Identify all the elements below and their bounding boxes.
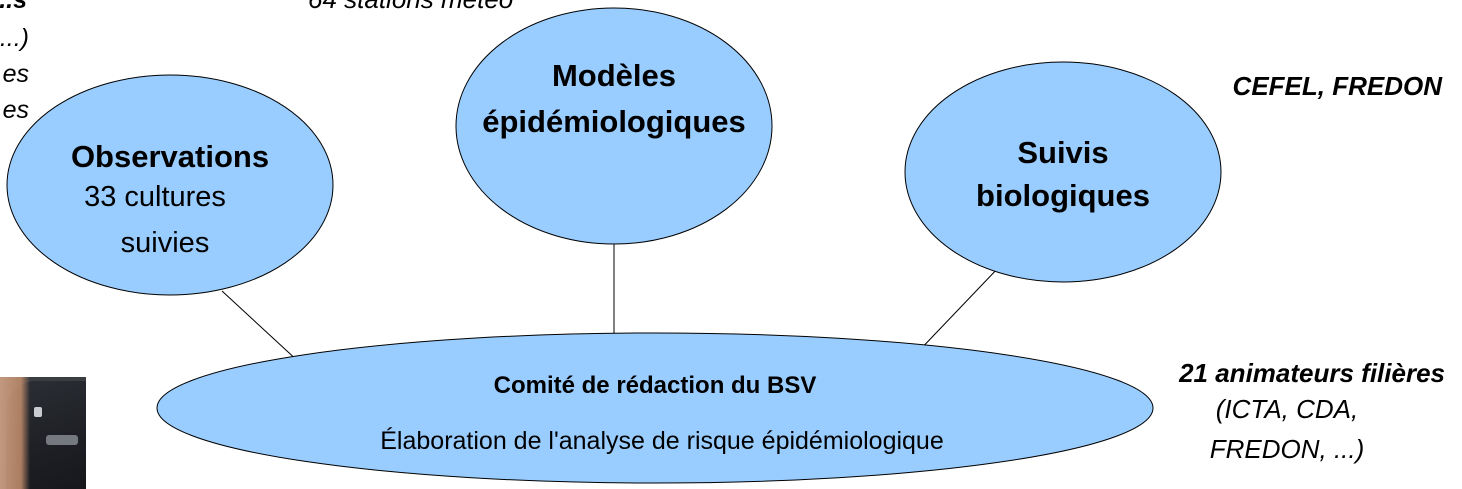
photo-logo	[46, 435, 78, 445]
node-suivis-line1: Suivis	[1017, 135, 1108, 170]
node-suivis-shape	[904, 61, 1222, 283]
fragment-top-left-2: ...)	[0, 24, 29, 52]
edge-observations-comite	[221, 290, 301, 364]
photo-hand	[0, 377, 30, 489]
photo-badge	[34, 407, 42, 417]
annotation-cefel: CEFEL, FREDON	[1233, 71, 1444, 101]
node-modeles-line1: Modèles	[552, 58, 676, 93]
fragment-top-left-1: ...s	[0, 0, 27, 14]
person-photo-thumbnail	[0, 377, 86, 489]
node-observations-line2: suivies	[121, 227, 210, 259]
fragment-top-left-4: ...es	[0, 96, 29, 124]
node-modeles-line2: épidémiologiques	[482, 104, 746, 139]
node-observations-shape	[6, 74, 334, 296]
fragment-top-center: 64 stations météo	[308, 0, 513, 14]
node-observations-line1: 33 cultures	[84, 181, 226, 213]
node-modeles-shape	[455, 7, 773, 245]
fragment-top-left-3: ...es	[0, 60, 29, 88]
annotation-animateurs-line3: FREDON, ...)	[1210, 434, 1365, 464]
annotation-animateurs-title: 21 animateurs filières	[1178, 358, 1445, 388]
node-comite-title: Comité de rédaction du BSV	[494, 372, 817, 399]
annotation-animateurs-line2: (ICTA, CDA,	[1216, 394, 1359, 424]
node-suivis-line2: biologiques	[976, 178, 1150, 213]
edge-suivis-comite	[914, 265, 1001, 356]
node-comite-subtitle: Élaboration de l'analyse de risque épidé…	[380, 426, 944, 455]
node-observations-title: Observations	[71, 139, 269, 174]
node-comite-shape	[156, 332, 1154, 484]
